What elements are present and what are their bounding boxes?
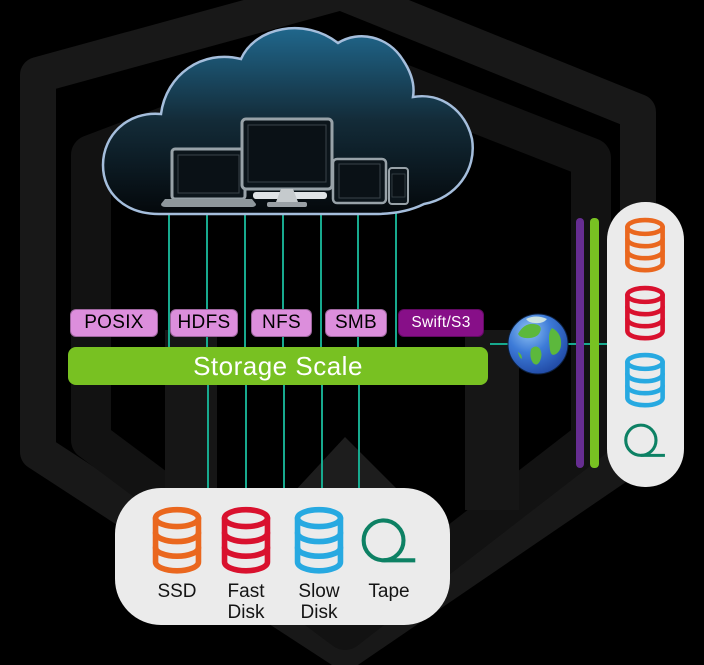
database-icon [149, 506, 205, 575]
tier-label: Tape [368, 581, 410, 602]
protocol-chip-swift-s3: Swift/S3 [398, 309, 484, 337]
connector-line [321, 385, 323, 495]
connector-line [283, 385, 285, 495]
connector-line [245, 385, 247, 495]
laptop-icon [161, 147, 256, 207]
tier-label: SSD [157, 581, 197, 602]
connector-line [358, 385, 360, 495]
connector-line [244, 213, 246, 348]
tier-item-fast-disk: Fast Disk [206, 504, 286, 624]
connector-line [357, 213, 359, 348]
tape-icon [623, 421, 667, 460]
database-icon [622, 285, 668, 342]
tier-label: Slow Disk [298, 581, 340, 624]
connector-line [207, 385, 209, 495]
connector-line [395, 213, 397, 348]
database-icon [291, 506, 347, 575]
tablet-icon [331, 157, 388, 205]
connector-line [320, 213, 322, 348]
connector-line [206, 213, 208, 348]
globe-icon [507, 313, 569, 375]
protocol-chip-nfs: NFS [251, 309, 312, 337]
database-icon [218, 506, 274, 575]
database-icon [622, 352, 668, 409]
wan-green-bar [590, 218, 599, 468]
local-storage-panel: SSD Fast Disk Slow Disk Tape [115, 488, 450, 625]
smartphone-icon [388, 167, 409, 205]
tier-item-ssd: SSD [137, 504, 217, 602]
tier-item-slow-disk: Slow Disk [279, 504, 359, 624]
cloud-icon [101, 26, 474, 216]
protocol-chip-smb: SMB [325, 309, 387, 337]
protocol-chip-posix: POSIX [70, 309, 158, 337]
wan-purple-bar [576, 218, 584, 468]
desktop-monitor-icon [240, 117, 334, 207]
storage-scale-bar: Storage Scale [68, 347, 488, 385]
tier-label: Fast Disk [227, 581, 265, 624]
protocol-chip-hdfs: HDFS [170, 309, 238, 337]
tier-item-tape: Tape [349, 504, 429, 602]
database-icon [622, 217, 668, 274]
tape-icon [360, 515, 418, 566]
connector-line [282, 213, 284, 348]
connector-line [168, 213, 170, 348]
remote-storage-panel [607, 202, 684, 487]
